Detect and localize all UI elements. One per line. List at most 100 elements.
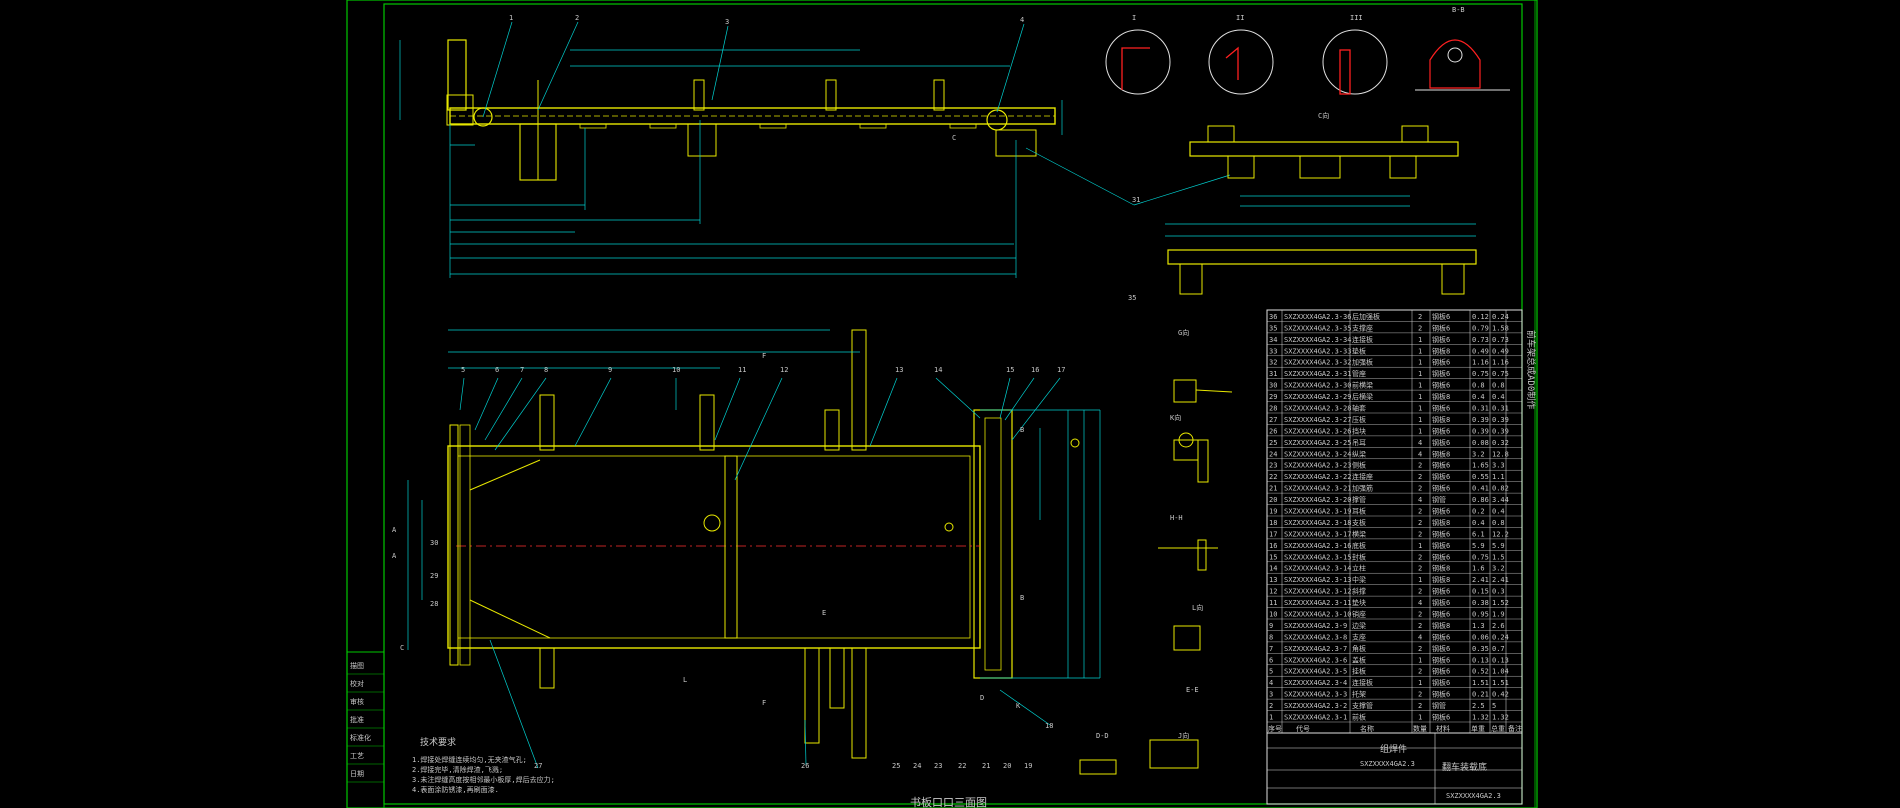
bom-cell-total-weight: 3.44 <box>1492 496 1509 504</box>
bom-cell-unit-weight: 1.16 <box>1472 359 1489 367</box>
callout-label: 17 <box>1057 366 1065 374</box>
c-view <box>1189 125 1459 207</box>
callout-label: 19 <box>1024 762 1032 770</box>
bom-cell-qty: 1 <box>1418 382 1422 390</box>
section-title-top_small_3: III <box>1350 14 1363 22</box>
bom-cell-index: 4 <box>1269 679 1273 687</box>
bom-cell-material: 钢板6 <box>1432 438 1450 447</box>
bom-cell-code: SXZXXXX4GA2.3-17 <box>1284 530 1351 538</box>
bom-cell-material: 钢板8 <box>1432 449 1450 458</box>
bom-cell-index: 29 <box>1269 393 1277 401</box>
bom-cell-unit-weight: 0.49 <box>1472 347 1489 355</box>
bom-cell-total-weight: 0.4 <box>1492 508 1505 516</box>
bom-cell-qty: 1 <box>1418 416 1422 424</box>
bom-cell-unit-weight: 0.31 <box>1472 405 1489 413</box>
section-title-jj: J向 <box>1178 731 1189 740</box>
bom-cell-qty: 2 <box>1418 324 1422 332</box>
bom-cell-total-weight: 0.24 <box>1492 313 1509 321</box>
left-strip-cell: 标准化 <box>350 733 371 742</box>
bom-cell-material: 钢板6 <box>1432 484 1450 493</box>
bottom-caption: 书板口口三面图 <box>910 795 987 808</box>
bom-cell-material: 钢管 <box>1432 495 1446 504</box>
bom-cell-qty: 1 <box>1418 370 1422 378</box>
bom-cell-qty: 1 <box>1418 393 1422 401</box>
bom-cell-qty: 1 <box>1418 347 1422 355</box>
bom-cell-total-weight: 0.24 <box>1492 633 1509 641</box>
bom-cell-material: 钢板6 <box>1432 678 1450 687</box>
bom-cell-name: 支座 <box>1352 632 1366 641</box>
bom-cell-index: 28 <box>1269 405 1277 413</box>
bom-cell-unit-weight: 1.32 <box>1472 714 1489 722</box>
bom-cell-total-weight: 1.32 <box>1492 714 1509 722</box>
bom-cell-total-weight: 12.2 <box>1492 530 1509 538</box>
bom-cell-unit-weight: 0.39 <box>1472 416 1489 424</box>
bom-cell-qty: 2 <box>1418 485 1422 493</box>
callout-label: 20 <box>1003 762 1011 770</box>
bom-cell-name: 立柱 <box>1352 564 1366 573</box>
section-title-bb: B-B <box>1452 6 1465 14</box>
bom-cell-name: 轴套 <box>1352 404 1366 413</box>
callout-label: 27 <box>534 762 542 770</box>
bom-cell-total-weight: 0.4 <box>1492 393 1505 401</box>
bom-cell-total-weight: 0.7 <box>1492 645 1505 653</box>
bom-cell-name: 支撑座 <box>1352 323 1373 332</box>
bom-cell-qty: 2 <box>1418 622 1422 630</box>
bom-cell-unit-weight: 0.38 <box>1472 599 1489 607</box>
bom-header-cell: 数量 <box>1413 724 1427 733</box>
bom-cell-qty: 2 <box>1418 508 1422 516</box>
tech-note-line: 2.焊接完毕,清除焊渣,飞溅; <box>412 765 503 774</box>
tech-note-line: 4.表面涂防锈漆,再刷面漆. <box>412 785 499 794</box>
callout-label: 1 <box>509 14 513 22</box>
bom-cell-name: 中梁 <box>1352 575 1366 584</box>
bom-cell-material: 钢板6 <box>1432 552 1450 561</box>
bom-cell-code: SXZXXXX4GA2.3-20 <box>1284 496 1351 504</box>
bom-cell-name: 加强筋 <box>1352 484 1373 493</box>
callout-label: 15 <box>1006 366 1014 374</box>
bom-cell-unit-weight: 3.2 <box>1472 450 1485 458</box>
bom-cell-name: 角板 <box>1352 644 1366 653</box>
bom-cell-unit-weight: 0.2 <box>1472 508 1485 516</box>
bom-cell-qty: 1 <box>1418 336 1422 344</box>
bom-cell-material: 钢板8 <box>1432 621 1450 630</box>
callout-label: 26 <box>801 762 809 770</box>
bom-cell-total-weight: 1.51 <box>1492 679 1509 687</box>
bom-cell-name: 纵梁 <box>1352 449 1366 458</box>
bom-cell-index: 35 <box>1269 324 1277 332</box>
bom-header-cell: 总重 <box>1491 724 1505 733</box>
bom-header-cell: 备注 <box>1508 724 1522 733</box>
bom-cell-name: 垫板 <box>1352 346 1366 355</box>
bom-cell-qty: 4 <box>1418 450 1422 458</box>
bom-cell-total-weight: 0.13 <box>1492 656 1509 664</box>
section-marker-label: C <box>952 134 956 142</box>
section-title-cc: C向 <box>1318 111 1329 120</box>
bom-cell-code: SXZXXXX4GA2.3-24 <box>1284 450 1351 458</box>
callout-label: 16 <box>1031 366 1039 374</box>
bom-cell-unit-weight: 0.79 <box>1472 324 1489 332</box>
bom-cell-material: 钢板8 <box>1432 575 1450 584</box>
bom-header-cell: 序号 <box>1268 724 1282 733</box>
bom-cell-qty: 1 <box>1418 656 1422 664</box>
bom-cell-material: 钢板6 <box>1432 598 1450 607</box>
bom-cell-index: 2 <box>1269 702 1273 710</box>
bom-cell-index: 32 <box>1269 359 1277 367</box>
left-strip-cell: 描图 <box>350 661 364 670</box>
section-title-hh: H-H <box>1170 514 1183 522</box>
callout-label: 2 <box>575 14 579 22</box>
bom-cell-name: 托架 <box>1352 690 1366 699</box>
section-marker-label: B <box>1020 426 1024 434</box>
bom-cell-material: 钢板6 <box>1432 323 1450 332</box>
bom-cell-total-weight: 0.82 <box>1492 485 1509 493</box>
callout-label: 21 <box>982 762 990 770</box>
section-title-dd: D-D <box>1096 732 1109 740</box>
bom-cell-index: 16 <box>1269 542 1277 550</box>
bom-cell-code: SXZXXXX4GA2.3-29 <box>1284 393 1351 401</box>
bom-cell-unit-weight: 0.13 <box>1472 656 1489 664</box>
bom-cell-name: 销座 <box>1352 610 1366 619</box>
bom-cell-material: 钢板8 <box>1432 518 1450 527</box>
bom-cell-index: 19 <box>1269 508 1277 516</box>
section-marker-label: B <box>1020 594 1024 602</box>
bom-cell-unit-weight: 0.08 <box>1472 439 1489 447</box>
section-marker-label: E <box>822 609 826 617</box>
bom-cell-index: 27 <box>1269 416 1277 424</box>
